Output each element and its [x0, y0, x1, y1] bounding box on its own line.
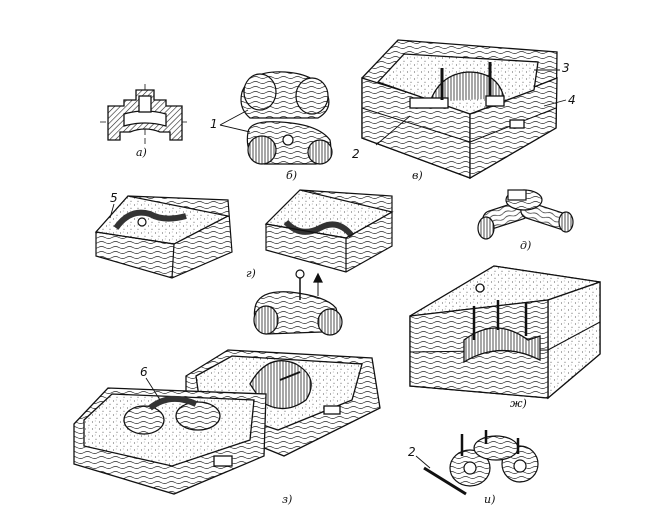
panel-g-mold-halves: [94, 189, 394, 279]
panel-label-g: г): [246, 267, 256, 280]
panel-label-i: и): [484, 493, 496, 506]
panel-label-zh: ж): [510, 397, 527, 410]
panel-b-wood-pattern: [219, 71, 333, 165]
panel-v-flask: [361, 39, 567, 180]
callout-1: 1: [210, 117, 218, 131]
callout-3: 3: [562, 61, 570, 75]
callout-5: 5: [110, 191, 118, 205]
panel-a-valve-section: [100, 84, 190, 145]
panel-zh-core-assembly: [253, 269, 343, 336]
panel-label-a: а): [136, 146, 147, 159]
panel-i-mold-section: [409, 265, 601, 400]
panel-label-d: д): [520, 239, 532, 252]
callout-6: 6: [140, 365, 148, 379]
panel-i-core-pins: [415, 430, 539, 496]
panel-label-v: в): [412, 169, 423, 182]
callout-4: 4: [568, 93, 576, 107]
panel-label-b: б): [286, 169, 298, 182]
callout-2-upper: 2: [352, 147, 360, 161]
panel-label-z: з): [282, 493, 293, 506]
panel-d-casting: [477, 189, 574, 240]
callout-2-lower: 2: [408, 445, 416, 459]
panel-z-open-flask: [73, 349, 381, 495]
